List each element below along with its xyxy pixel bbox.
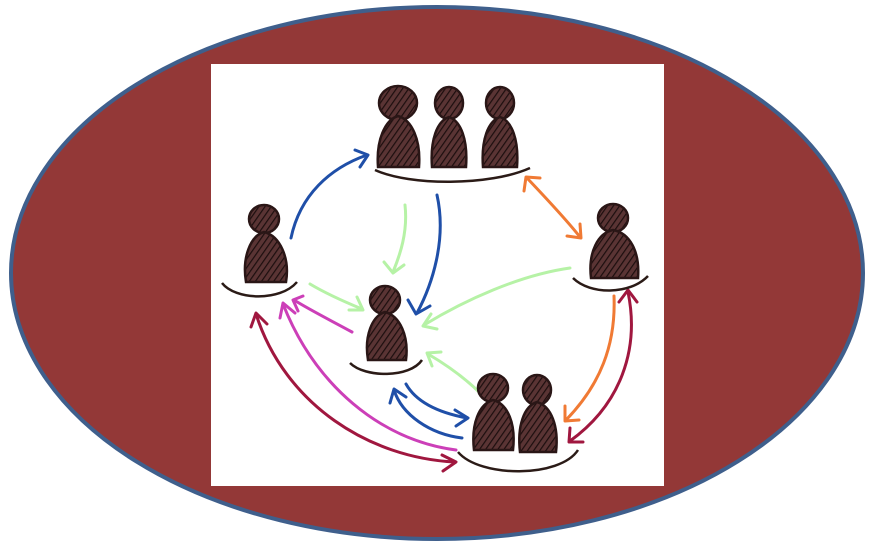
group-base-line bbox=[457, 449, 580, 473]
person-figure bbox=[472, 372, 515, 452]
person-figure bbox=[243, 203, 289, 284]
group-right-single bbox=[572, 202, 649, 292]
arrow-left-to-center-green bbox=[308, 282, 365, 312]
arrow-bottom-to-center-green bbox=[425, 350, 482, 395]
arrow-bottom-left-crimson bbox=[249, 311, 458, 473]
arrow-bottom-center-blue bbox=[388, 387, 464, 440]
person-figure bbox=[376, 84, 421, 169]
arrow-right-bottom-orange bbox=[563, 294, 616, 423]
arrow-bottom-right-crimson bbox=[567, 288, 639, 444]
arrow-center-bottom-blue bbox=[404, 382, 470, 428]
arrow-top-to-center-blue bbox=[406, 193, 442, 316]
arrow-left-to-top bbox=[289, 148, 370, 240]
person-figure bbox=[481, 85, 519, 169]
arrow-bottom-left-magenta-outer bbox=[278, 301, 458, 452]
group-top-three bbox=[374, 84, 531, 183]
group-bottom-pair bbox=[457, 372, 580, 473]
person-figure bbox=[518, 373, 558, 454]
group-base-line bbox=[572, 275, 649, 292]
arrow-bottom-left-magenta-inner bbox=[291, 294, 354, 334]
group-base-line bbox=[221, 281, 298, 298]
group-center-single bbox=[349, 284, 424, 376]
figures-layer bbox=[221, 84, 649, 473]
person-figure bbox=[589, 202, 640, 280]
group-left-single bbox=[221, 203, 298, 298]
arrow-top-right-orange bbox=[522, 175, 583, 240]
arrow-top-to-center-green bbox=[382, 203, 408, 275]
group-base-line bbox=[349, 359, 424, 376]
arrow-right-to-center-green bbox=[421, 266, 572, 331]
person-figure bbox=[365, 284, 408, 362]
arrows-layer bbox=[249, 148, 639, 473]
group-base-line bbox=[374, 166, 531, 183]
person-figure bbox=[430, 85, 468, 169]
